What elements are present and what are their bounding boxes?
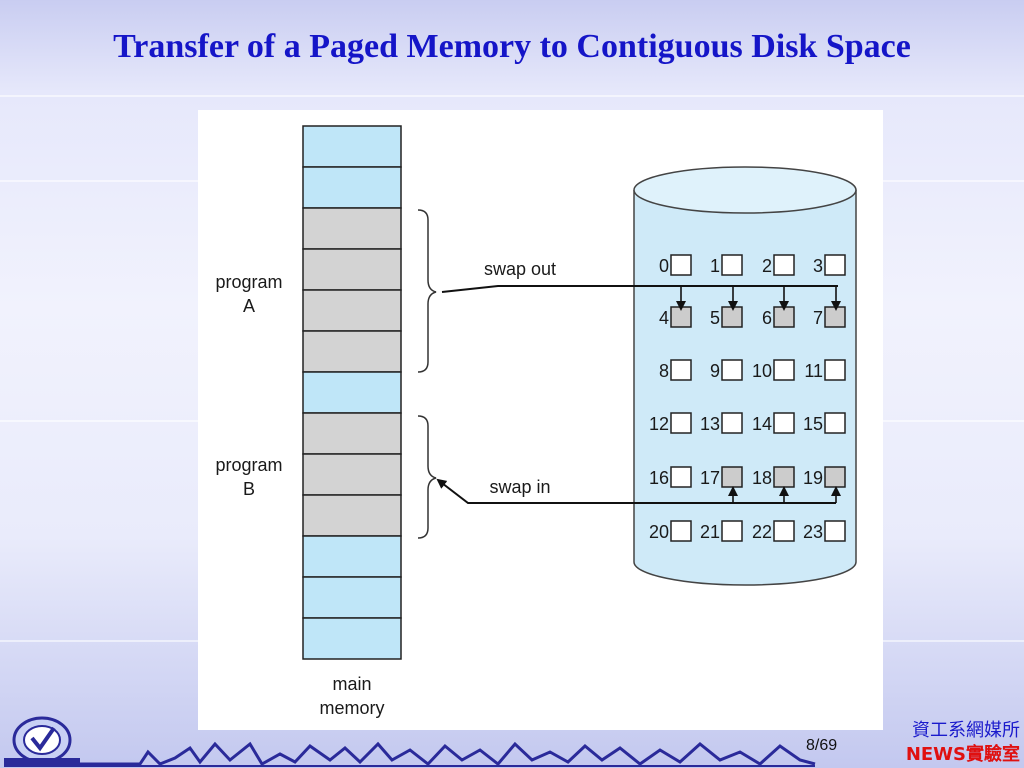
disk-slot-number: 20 [649, 522, 669, 542]
disk-slot-empty [721, 520, 743, 542]
disk-slot-number: 14 [752, 414, 772, 434]
disk-slot-number: 6 [762, 308, 772, 328]
memory-frame-B [302, 453, 402, 496]
program-a-label: program [215, 272, 282, 292]
disk-slot-empty [824, 412, 846, 434]
disk-slot-number: 8 [659, 361, 669, 381]
disk-slot-number: 7 [813, 308, 823, 328]
diagram-canvas: program A program B main memory swap out… [215, 125, 857, 718]
memory-frame-free [302, 576, 402, 619]
disk-slot-empty [773, 520, 795, 542]
disk-slot-number: 3 [813, 256, 823, 276]
memory-frame-A [302, 289, 402, 332]
swap-in-arrows [436, 478, 841, 504]
disk-slot-number: 16 [649, 468, 669, 488]
slide-title: Transfer of a Paged Memory to Contiguous… [113, 28, 911, 65]
memory-frame-free [302, 125, 402, 168]
disk-slot-empty [773, 254, 795, 276]
memory-frame-A [302, 330, 402, 373]
disk-slot-number: 17 [700, 468, 720, 488]
disk-slot-filled [670, 306, 692, 328]
disk-slot-empty [721, 359, 743, 381]
swap-diagram: program A program B main memory swap out… [198, 110, 883, 730]
disk-slot-number: 2 [762, 256, 772, 276]
disk-slot-filled [721, 306, 743, 328]
memory-frame-free [302, 617, 402, 660]
main-memory-label: main [332, 674, 371, 694]
disk-slot-number: 13 [700, 414, 720, 434]
program-b-brace [417, 415, 437, 539]
disk-slot-number: 21 [700, 522, 720, 542]
memory-frame-free [302, 371, 402, 414]
organization-name: 資工系網媒所 [912, 720, 1020, 741]
disk-slot-filled [824, 306, 846, 328]
disk-slot-number: 18 [752, 468, 772, 488]
memory-frame-free [302, 535, 402, 578]
footer-skyline-decoration [80, 741, 816, 767]
disk-slot-empty [670, 412, 692, 434]
disk-slot-number: 22 [752, 522, 772, 542]
memory-frame-A [302, 207, 402, 250]
disk-slot-empty [824, 359, 846, 381]
memory-frame-B [302, 412, 402, 455]
program-b-label: program [215, 455, 282, 475]
disk-slot-number: 10 [752, 361, 772, 381]
disk-slot-filled [773, 466, 795, 488]
lab-name: NEWS實驗室 [905, 744, 1020, 765]
program-b-name: B [243, 479, 255, 499]
disk-slot-empty [670, 359, 692, 381]
disk-slot-number: 9 [710, 361, 720, 381]
main-memory-label-2: memory [319, 698, 384, 718]
disk-slot-number: 15 [803, 414, 823, 434]
disk-slot-number: 23 [803, 522, 823, 542]
disk-slot-empty [670, 466, 692, 488]
memory-frame-free [302, 166, 402, 209]
disk-slot-empty [721, 412, 743, 434]
disk-slot-empty [824, 254, 846, 276]
disk-slot-empty [670, 254, 692, 276]
memory-frame-B [302, 494, 402, 537]
lab-logo [4, 716, 80, 767]
program-a-brace [417, 209, 437, 373]
disk-slot-number: 5 [710, 308, 720, 328]
disk-slot-filled [824, 466, 846, 488]
disk-slot-empty [670, 520, 692, 542]
disk-slot-number: 12 [649, 414, 669, 434]
main-memory-column [302, 125, 402, 660]
disk-slot-number: 19 [803, 468, 823, 488]
disk-slot-number: 0 [659, 256, 669, 276]
disk-slot-filled [773, 306, 795, 328]
disk-slot-empty [721, 254, 743, 276]
disk-slot-empty [773, 412, 795, 434]
swap-out-label: swap out [484, 259, 556, 279]
disk-slot-number: 11 [804, 361, 823, 381]
program-a-name: A [243, 296, 255, 316]
disk-slot-empty [773, 359, 795, 381]
disk-slot-number: 1 [710, 256, 720, 276]
disk-slot-filled [721, 466, 743, 488]
background-streak [0, 95, 1024, 97]
disk-slot-empty [824, 520, 846, 542]
swap-in-label: swap in [489, 477, 550, 497]
swap-out-arrows [441, 285, 841, 311]
memory-frame-A [302, 248, 402, 291]
page-number: 8/69 [806, 737, 838, 754]
disk-slot-number: 4 [659, 308, 669, 328]
